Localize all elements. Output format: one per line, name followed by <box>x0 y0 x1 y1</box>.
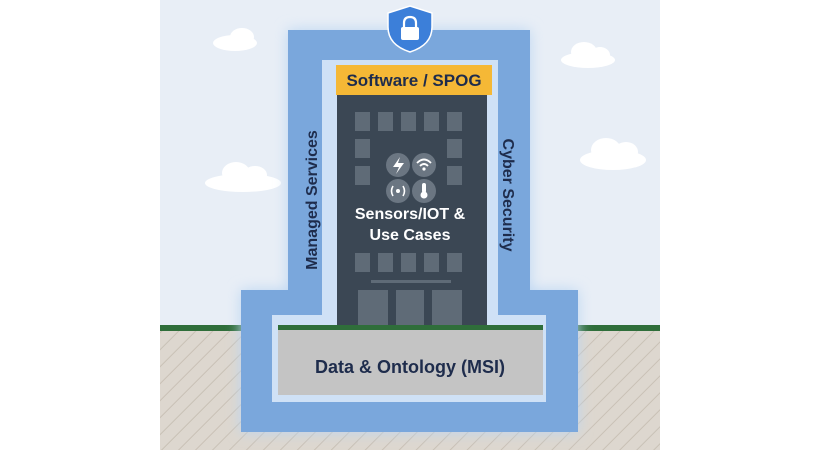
grass-strip <box>278 325 543 330</box>
cyber-security-label: Cyber Security <box>499 138 516 252</box>
building-windows <box>355 112 462 326</box>
managed-services-label: Managed Services <box>304 130 321 270</box>
sensors-iot-label: Sensors/IOT & Use Cases <box>354 206 466 244</box>
lock-icon <box>387 5 433 53</box>
data-foundation <box>278 330 543 395</box>
cloud-icon <box>580 138 646 170</box>
lightning-icon <box>386 153 410 177</box>
wifi-icon <box>412 153 436 177</box>
software-bar <box>336 65 492 95</box>
cloud-icon <box>561 42 615 68</box>
cloud-icon <box>205 162 281 192</box>
data-ontology-label: Data & Ontology (MSI) <box>315 357 505 377</box>
thermometer-icon <box>412 179 436 203</box>
cloud-icon <box>213 28 257 51</box>
software-spog-label: Software / SPOG <box>346 71 482 90</box>
signal-icon <box>386 179 410 203</box>
